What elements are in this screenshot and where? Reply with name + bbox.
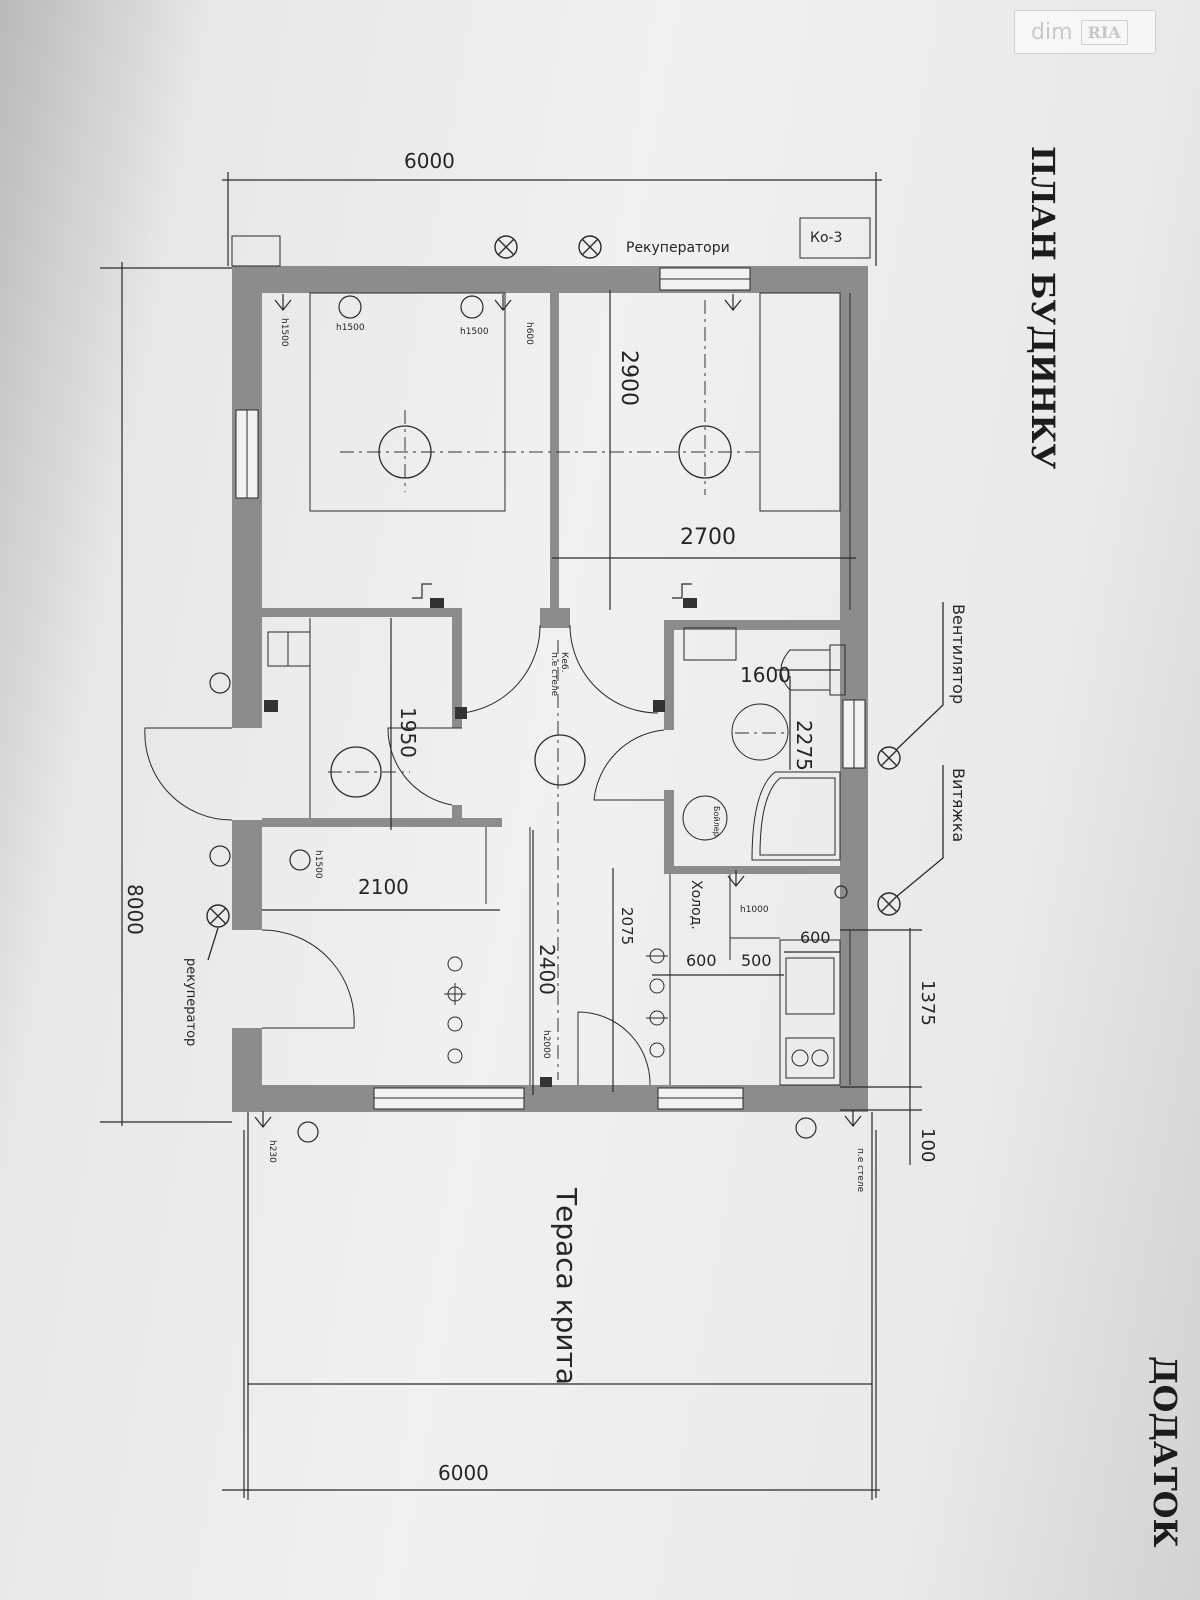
dim-bath-2275: 2275: [792, 720, 816, 771]
ceiling-lights: [209, 295, 848, 1143]
label-h1500c: h1500: [460, 327, 489, 337]
label-ceiling-1: п.е стеле: [549, 652, 559, 697]
vent-icons: [206, 235, 901, 928]
label-recuperator: рекуператор: [183, 958, 198, 1046]
appendix-title: ДОДАТОК: [1146, 1356, 1184, 1548]
label-h2000: h2000: [541, 1030, 551, 1059]
label-recuperators: Рекуператори: [626, 240, 730, 256]
terrace-outline: [247, 1112, 873, 1500]
dim-top-width: 6000: [404, 149, 455, 173]
dim-bedroom-2700: 2700: [680, 525, 736, 550]
box-ko3: [799, 217, 871, 259]
fan-icon: [877, 746, 901, 770]
exhaust-icon: [877, 892, 901, 916]
dim-bottom-width: 6000: [438, 1461, 489, 1485]
doors: [144, 624, 665, 1086]
electric-panel: [267, 631, 311, 667]
recuperator-icon-1: [494, 235, 518, 259]
dim-ria-watermark: dim RIA: [1014, 10, 1156, 54]
dim-overall-length: 8000: [123, 884, 147, 935]
sockets: [254, 294, 862, 1128]
label-terrace: Тераса крита: [550, 1187, 583, 1385]
label-h1500b: h1500: [336, 323, 365, 333]
label-box-ko3: Ко-3: [810, 230, 842, 246]
dim-bedroom-2900: 2900: [616, 350, 641, 406]
dim-kitchen-2075: 2075: [618, 907, 636, 945]
dim-wall-100: 100: [917, 1128, 938, 1162]
label-h1000: h1000: [740, 905, 769, 915]
dim-kitchen-600a: 600: [686, 951, 717, 970]
center-lines: [328, 300, 790, 1080]
dim-entry-2100: 2100: [358, 875, 409, 899]
watermark-ria: RIA: [1080, 19, 1128, 45]
dim-kitchen-600b: 600: [800, 928, 831, 947]
label-boiler: Бойлер: [712, 806, 721, 837]
dim-bath-1600: 1600: [740, 663, 791, 687]
label-fridge: Холод.: [688, 880, 704, 930]
watermark-dim: dim: [1031, 19, 1073, 45]
walls: [232, 266, 868, 1112]
dim-kitchen-500: 500: [741, 951, 772, 970]
recuperator-icon-2: [578, 235, 602, 259]
label-exhaust: Витяжка: [949, 768, 968, 842]
bathroom-fixtures: [682, 627, 846, 861]
spot-lights: [444, 948, 668, 1064]
leader-lines: [207, 602, 944, 961]
dimension-lines: [100, 172, 922, 1498]
label-fan: Вентилятор: [949, 604, 968, 704]
label-h1500: h1500: [279, 318, 289, 347]
switch-blocks: [264, 598, 697, 1087]
dim-living-2400: 2400: [535, 944, 559, 995]
plan-title: ПЛАН БУДИНКУ: [1024, 146, 1062, 469]
dim-hall-1950: 1950: [396, 707, 420, 758]
label-h600: h600: [524, 322, 534, 345]
label-ceiling-2: п.е стеле: [855, 1148, 865, 1193]
windows: [235, 267, 866, 1110]
label-h1500d: h1500: [313, 850, 323, 879]
recuperator-icon-3: [206, 904, 230, 928]
label-switch-ke: Ке6.: [559, 652, 569, 673]
stub-box: [231, 235, 281, 267]
label-h230: h230: [267, 1140, 277, 1163]
dim-kitchen-1375: 1375: [917, 980, 938, 1026]
